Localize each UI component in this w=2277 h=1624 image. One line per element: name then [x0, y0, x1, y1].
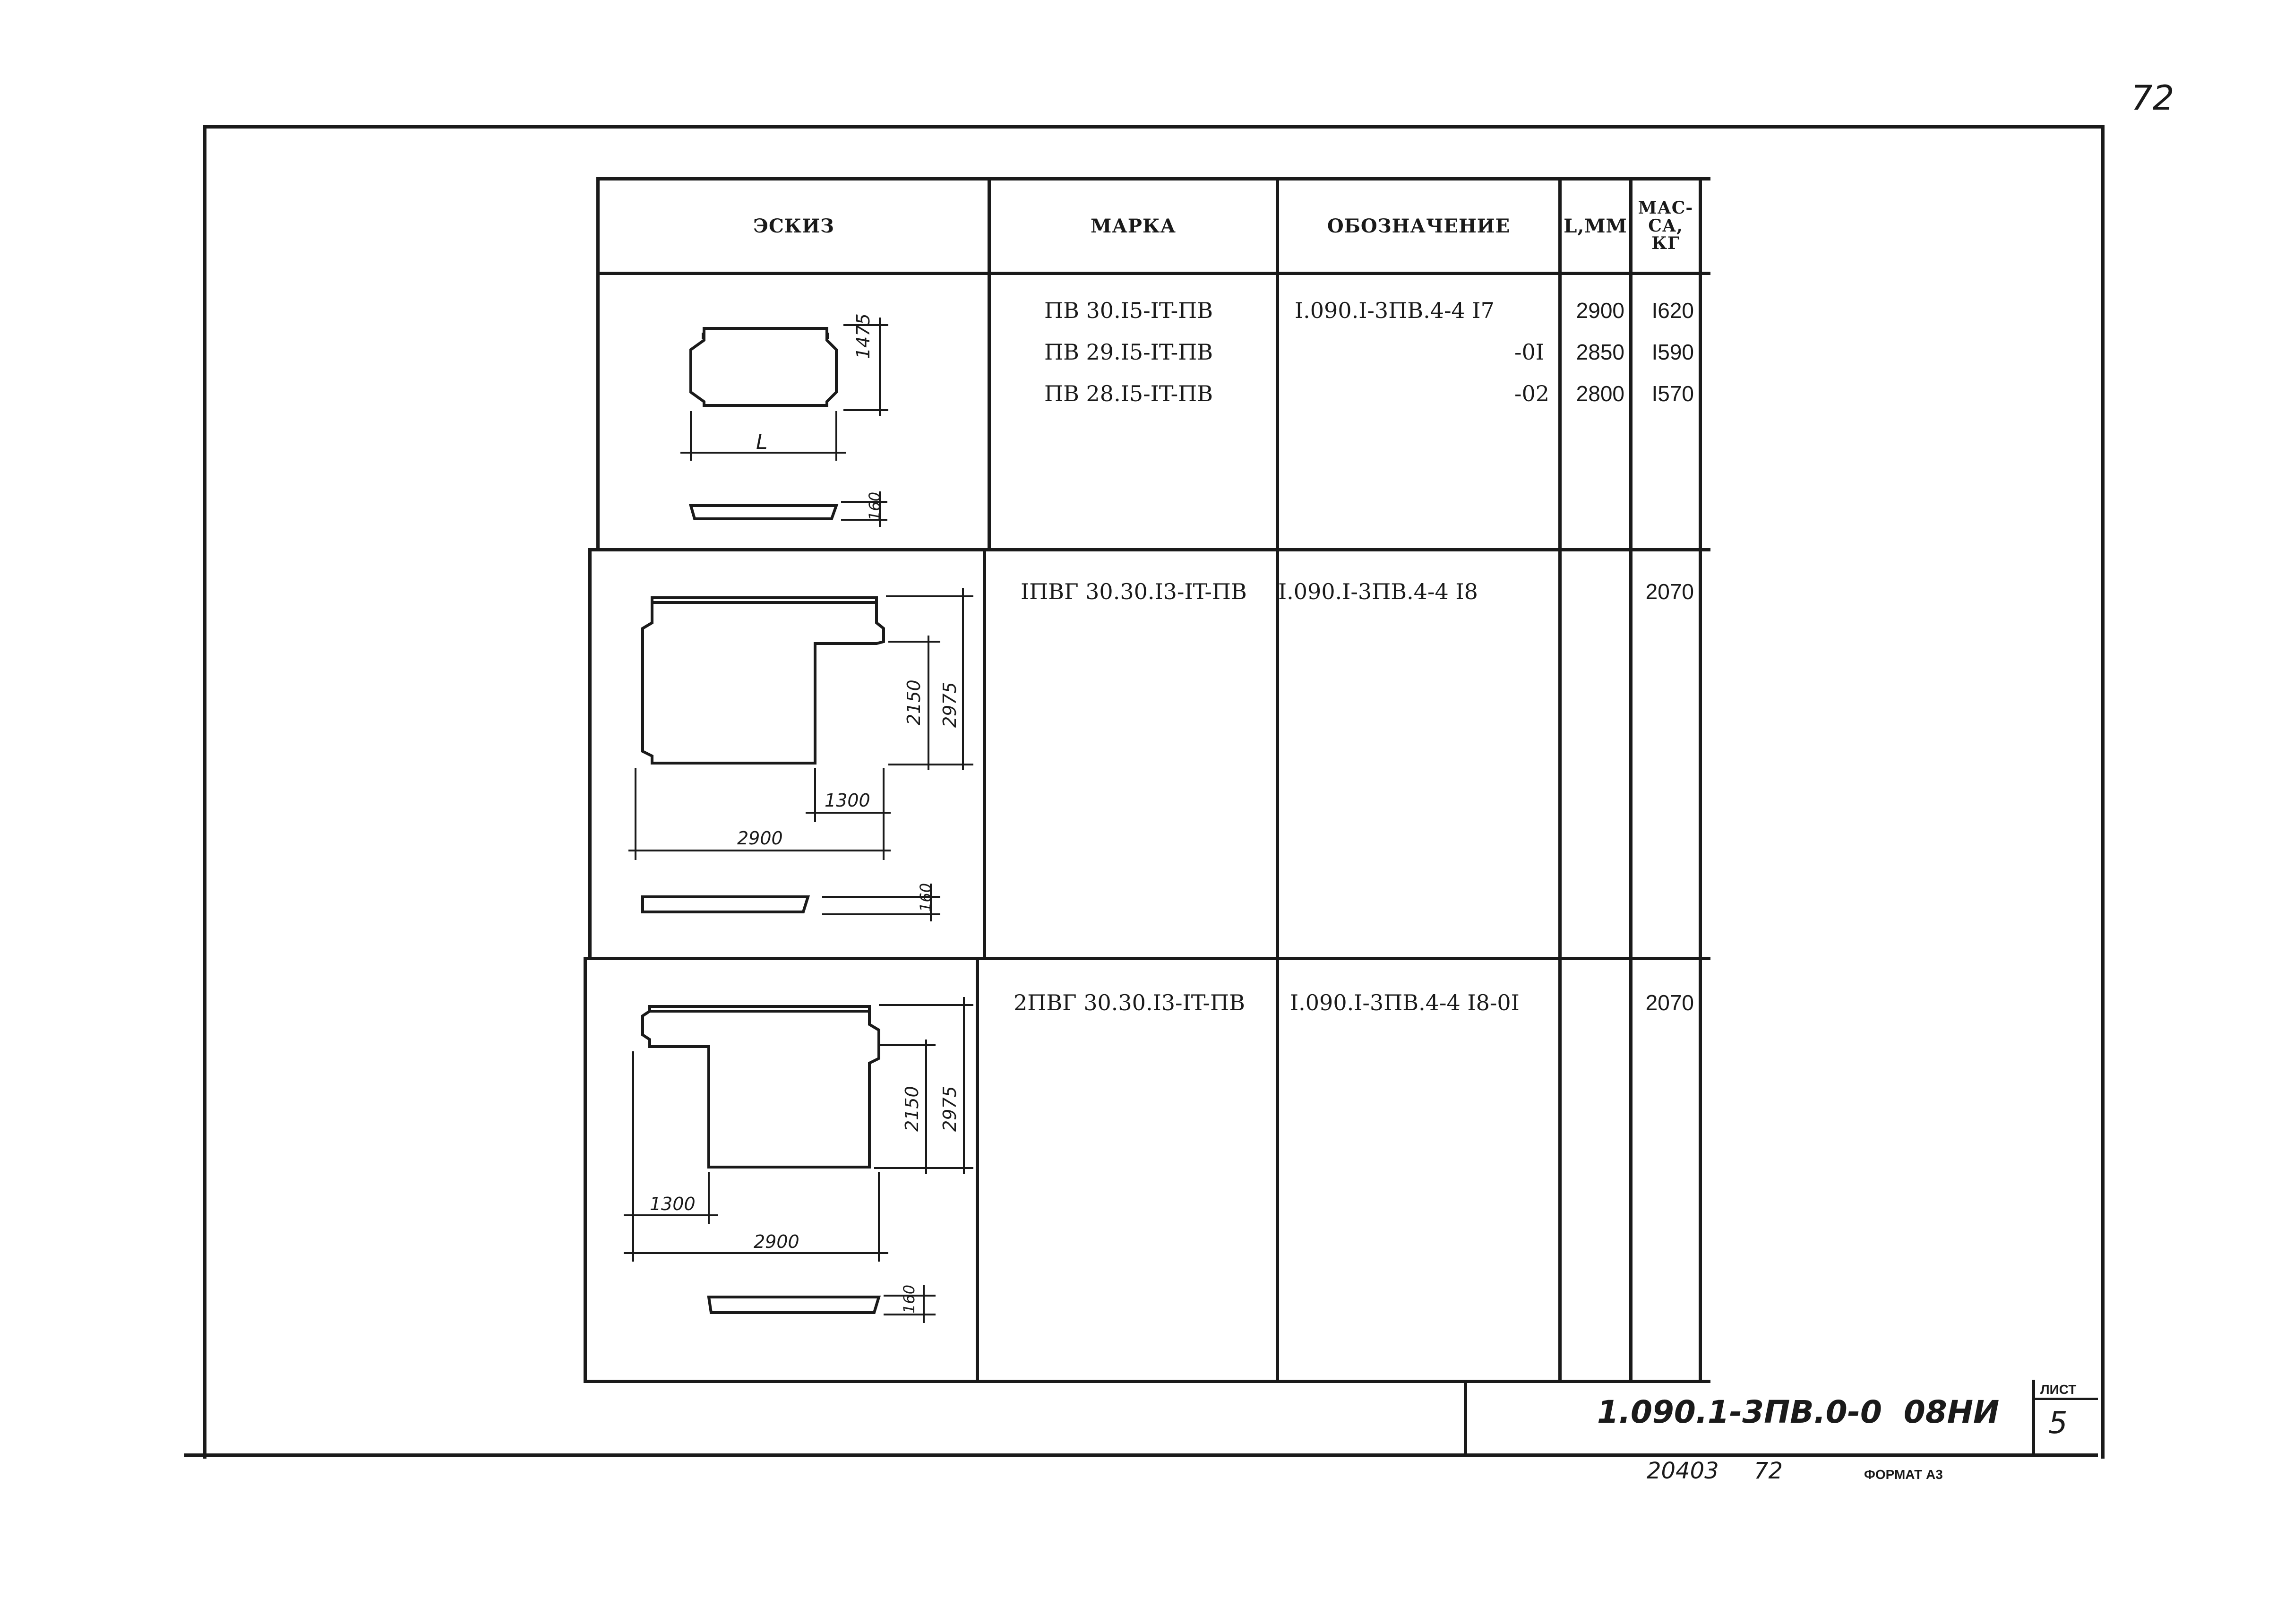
title-block-sheet-divider [2032, 1380, 2035, 1455]
row2-dim-thickness: 160 [917, 883, 935, 912]
row1-dim-length: L [756, 430, 768, 454]
sheet-number: 5 [2048, 1406, 2068, 1441]
footer-page-number: 72 [1754, 1458, 1783, 1484]
col-divider-length [1629, 177, 1633, 1382]
title-block-sheet-label-line [2032, 1398, 2098, 1400]
row1-mass-3: I570 [1651, 381, 1694, 406]
row3-panel-sketch [624, 997, 973, 1323]
row2-panel-sketch [628, 588, 973, 921]
header-mark: МАРКА [1091, 215, 1176, 237]
row2-mass-1: 2070 [1645, 579, 1694, 604]
table-left-border [596, 177, 600, 548]
drawing-frame [203, 125, 2105, 1459]
table-right-border [1699, 177, 1702, 1382]
row3-dim-cut: 1300 [650, 1194, 696, 1214]
table-header-divider [598, 272, 1710, 275]
row2-designation-1: I.090.I-3ПВ.4-4 I8 [1278, 579, 1478, 604]
row1-mark-2: ПВ 29.I5-IT-ПВ [1044, 339, 1213, 365]
row3-designation-1: I.090.I-3ПВ.4-4 I8-0I [1290, 990, 1520, 1015]
row3-mass-1: 2070 [1645, 990, 1694, 1015]
sheet-label: ЛИСТ [2040, 1382, 2077, 1397]
row1-designation-3: -02 [1514, 381, 1550, 406]
row3-mark-1: 2ПВГ 30.30.I3-IT-ПВ [1014, 990, 1245, 1015]
table-left-border-2 [588, 548, 592, 957]
table-row-divider-1 [588, 548, 1710, 551]
corner-page-number: 72 [2131, 78, 2174, 118]
row2-dim-length: 2900 [737, 828, 783, 849]
row2-dim-total-height: 2975 [939, 682, 960, 728]
row1-designation-1: I.090.I-3ПВ.4-4 I7 [1295, 298, 1495, 323]
row1-mark-1: ПВ 30.I5-IT-ПВ [1044, 298, 1213, 323]
row1-mass-1: I620 [1651, 298, 1694, 323]
row3-dim-thickness: 160 [900, 1284, 918, 1314]
document-code: 1.090.1-3ПВ.0-0 08НИ [1597, 1394, 2000, 1430]
header-designation: ОБОЗНАЧЕНИЕ [1327, 215, 1511, 237]
frame-bottom-line [184, 1453, 2098, 1457]
row3-dim-total-height: 2975 [939, 1086, 960, 1132]
row1-length-2: 2850 [1576, 340, 1624, 364]
col-divider-sketch [988, 177, 991, 548]
col-divider-sketch-3 [976, 957, 979, 1382]
row1-panel-sketch [680, 318, 888, 527]
row2-dim-cut: 1300 [825, 790, 870, 811]
row1-dim-height: 1475 [853, 313, 874, 359]
row3-dim-inner-height: 2150 [902, 1086, 922, 1132]
inventory-number: 20403 [1647, 1458, 1719, 1484]
row2-dim-inner-height: 2150 [903, 679, 924, 725]
row1-mass-2: I590 [1651, 340, 1694, 364]
paper-format: ФОРМАТ А3 [1864, 1467, 1943, 1482]
row2-mark-1: IПВГ 30.30.I3-IT-ПВ [1021, 579, 1247, 604]
row1-length-1: 2900 [1576, 298, 1624, 323]
header-length: L,ММ [1564, 215, 1627, 237]
col-divider-mark [1276, 177, 1279, 1382]
row1-length-3: 2800 [1576, 381, 1624, 406]
row1-mark-3: ПВ 28.I5-IT-ПВ [1044, 381, 1213, 406]
table-bottom-border [584, 1380, 1710, 1383]
table-top-border [598, 177, 1710, 180]
table-row-divider-2 [586, 957, 1710, 960]
row3-dim-length: 2900 [754, 1231, 799, 1252]
title-block-left-border [1464, 1380, 1467, 1455]
header-mass: МАС- СА, КГ [1638, 198, 1693, 254]
col-divider-designation [1558, 177, 1562, 1382]
row1-dim-thickness: 160 [866, 491, 884, 521]
header-sketch: ЭСКИЗ [753, 215, 834, 237]
col-divider-sketch-2 [983, 548, 986, 957]
row1-designation-2: -0I [1514, 339, 1544, 365]
table-left-border-3 [584, 957, 587, 1382]
